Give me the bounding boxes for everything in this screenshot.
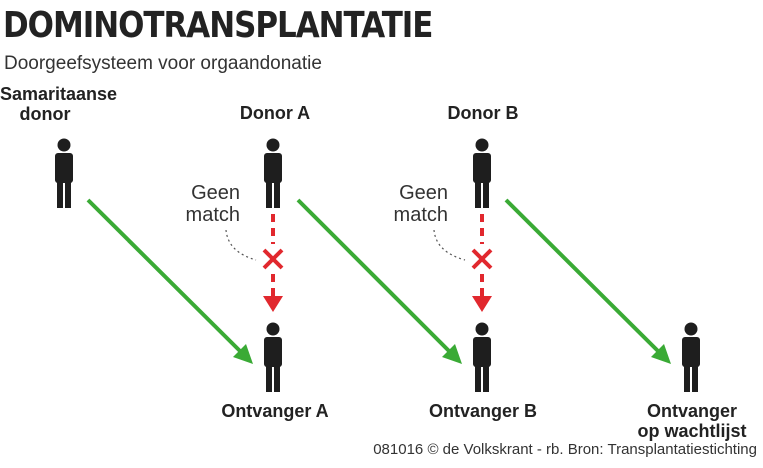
green-arrow-b-to-waitlist bbox=[504, 198, 663, 356]
label-receiver-b: Ontvanger B bbox=[428, 401, 538, 421]
person-icon-receiver-waitlist bbox=[682, 322, 700, 392]
green-arrow-head-1 bbox=[233, 344, 253, 364]
label-donor-b: Donor B bbox=[447, 103, 519, 123]
person-icon-receiver-a bbox=[264, 322, 282, 392]
person-icon-donor-a bbox=[264, 138, 282, 208]
label-no-match-b: Geen match bbox=[393, 182, 448, 226]
person-icon-samaritan-donor bbox=[55, 138, 73, 208]
label-no-match-a: Geen match bbox=[185, 182, 240, 226]
label-donor-a: Donor A bbox=[239, 103, 311, 123]
red-arrow-head-b bbox=[472, 296, 492, 312]
green-arrow-a-to-receiver-b bbox=[296, 198, 454, 356]
source-credit: 081016 © de Volkskrant - rb. Bron: Trans… bbox=[373, 441, 757, 458]
green-arrow-donor-to-receiver-a bbox=[86, 198, 245, 356]
person-icon-receiver-b bbox=[473, 322, 491, 392]
pointer-curve-b bbox=[433, 229, 466, 261]
label-receiver-a: Ontvanger A bbox=[221, 401, 329, 421]
pointer-curve-a bbox=[225, 229, 257, 261]
page-title: DOMINOTRANSPLANTATIE bbox=[3, 5, 433, 46]
green-arrow-head-3 bbox=[651, 344, 671, 364]
person-icon-donor-b bbox=[473, 138, 491, 208]
page-subtitle: Doorgeefsysteem voor orgaandonatie bbox=[4, 53, 322, 74]
label-samaritan-donor: Samaritaanse donor bbox=[0, 84, 118, 124]
label-receiver-waitlist: Ontvanger op wachtlijst bbox=[637, 401, 747, 441]
red-arrow-head-a bbox=[263, 296, 283, 312]
green-arrow-head-2 bbox=[442, 344, 462, 364]
